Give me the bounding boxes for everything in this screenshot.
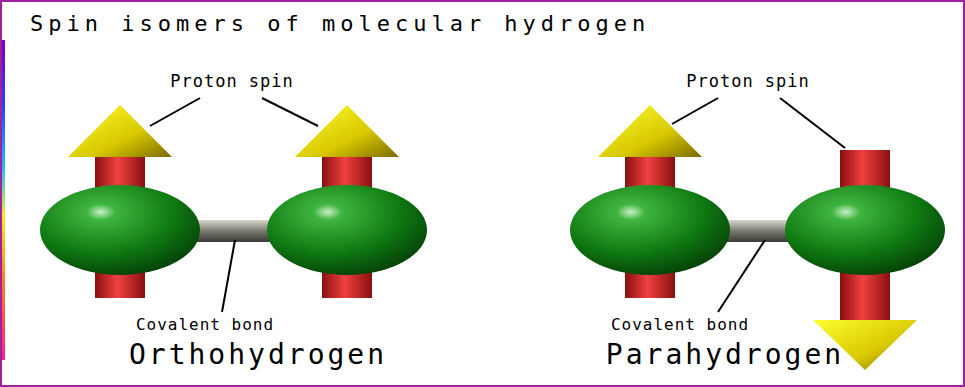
molecule-name: Parahydrogen — [606, 340, 844, 371]
molecule-name: Orthohydrogen — [129, 340, 387, 371]
label-covalent-bond: Covalent bond — [136, 316, 274, 334]
leader-line — [222, 240, 235, 312]
leader-line — [262, 98, 318, 126]
hydrogen-atom — [570, 185, 730, 275]
spin-arrow-head — [68, 105, 172, 157]
spin-arrow-head — [295, 105, 399, 157]
hydrogen-atom — [40, 185, 200, 275]
parahydrogen-molecule — [570, 105, 945, 370]
leader-line — [780, 98, 845, 148]
diagram-title: Spin isomers of molecular hydrogen — [30, 12, 650, 36]
rainbow-strip — [2, 40, 5, 360]
leader-line — [150, 98, 200, 126]
label-proton-spin: Proton spin — [686, 72, 810, 91]
orthohydrogen-molecule — [40, 105, 427, 298]
label-proton-spin: Proton spin — [170, 72, 294, 91]
leader-line — [672, 98, 718, 124]
leader-line — [718, 240, 765, 312]
hydrogen-atom — [267, 185, 427, 275]
label-covalent-bond: Covalent bond — [611, 316, 749, 334]
spin-arrow-head — [598, 105, 702, 157]
hydrogen-atom — [785, 185, 945, 275]
